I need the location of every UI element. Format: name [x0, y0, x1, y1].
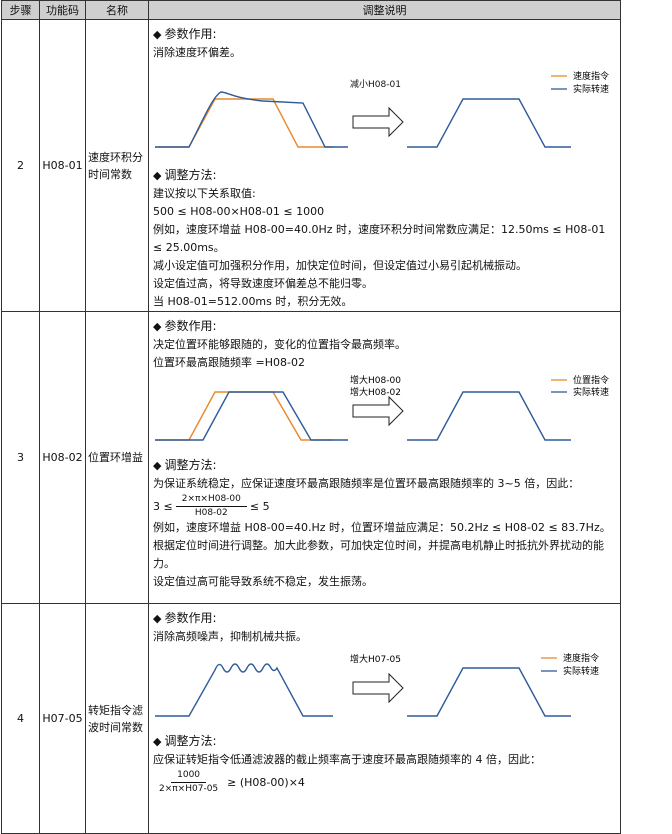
legend-command: 速度指令: [563, 652, 599, 664]
diamond-icon: ◆: [153, 28, 162, 41]
desc-line: 位置环最高跟随频率 =H08-02: [153, 356, 305, 369]
actual-curve-tuned: [407, 98, 571, 148]
right-arrow-icon: [352, 395, 404, 427]
cell-code: H08-01: [39, 19, 86, 312]
table-row: 4 H07-05 转矩指令滤波时间常数 ◆参数作用: 消除高频噪声，抑制机械共振…: [1, 603, 621, 834]
cell-name: 转矩指令滤波时间常数: [85, 603, 149, 834]
desc-line: 设定值过高可能导致系统不稳定，发生振荡。: [153, 575, 373, 588]
desc-line: 例如，速度环增益 H08-00=40.Hz 时，位置环增益应满足：50.2Hz …: [153, 521, 611, 534]
actual-curve-tuned: [407, 391, 571, 441]
table-row: 3 H08-02 位置环增益 ◆参数作用: 决定位置环能够跟随的，变化的位置指令…: [1, 311, 621, 604]
diamond-icon: ◆: [153, 612, 162, 625]
desc-line: 减小设定值可加强积分作用，加快定位时间，但设定值过小易引起机械振动。: [153, 259, 527, 272]
desc-line: 设定值过高，将导致速度环偏差总不能归零。: [153, 277, 373, 290]
cell-step: 3: [1, 311, 40, 604]
desc-line: 为保证系统稳定，应保证速度环最高跟随频率是位置环最高跟随频率的 3~5 倍，因此…: [153, 477, 580, 490]
cell-desc: ◆参数作用: 消除高频噪声，抑制机械共振。 增大H07-05 速度指令 实际转速…: [148, 603, 621, 834]
header-desc: 调整说明: [148, 0, 621, 20]
diamond-icon: ◆: [153, 459, 162, 472]
desc-line: 例如，速度环增益 H08-00=40.0Hz 时，速度环积分时间常数应满足：12…: [153, 223, 606, 254]
legend-command: 位置指令: [573, 374, 609, 386]
parameter-table: 步骤 功能码 名称 调整说明 2 H08-01 速度环积分时间常数 ◆参数作用:…: [1, 0, 621, 834]
legend-actual: 实际转速: [563, 665, 599, 677]
response-diagram: 增大H08-00 增大H08-02 位置指令 实际转速: [155, 374, 609, 441]
section-title: ◆参数作用:: [153, 611, 217, 625]
actual-curve: [155, 663, 333, 717]
actual-curve: [155, 391, 348, 441]
section-title: ◆参数作用:: [153, 319, 217, 333]
section-title: ◆调整方法:: [153, 734, 217, 748]
cell-code: H08-02: [39, 311, 86, 604]
diamond-icon: ◆: [153, 735, 162, 748]
header-code: 功能码: [39, 0, 86, 20]
cell-code: H07-05: [39, 603, 86, 834]
desc-line: 消除速度环偏差。: [153, 46, 241, 59]
desc-line: 应保证转矩指令低通滤波器的截止频率高于速度环最高跟随频率的 4 倍，因此：: [153, 753, 541, 766]
desc-line: 当 H08-01=512.00ms 时，积分无效。: [153, 295, 353, 308]
desc-line: 消除高频噪声，抑制机械共振。: [153, 630, 307, 643]
desc-line: 建议按以下关系取值:: [153, 187, 256, 200]
legend-command: 速度指令: [573, 70, 609, 82]
table-header-row: 步骤 功能码 名称 调整说明: [1, 0, 621, 20]
header-name: 名称: [85, 0, 149, 20]
desc-line: 决定位置环能够跟随的，变化的位置指令最高频率。: [153, 338, 406, 351]
cell-name: 位置环增益: [85, 311, 149, 604]
actual-curve: [155, 91, 348, 148]
desc-line: 500 ≤ H08-00×H08-01 ≤ 1000: [153, 205, 325, 218]
diamond-icon: ◆: [153, 169, 162, 182]
arrow-label: 增大H08-00: [350, 374, 401, 386]
section-title: ◆调整方法:: [153, 168, 217, 182]
cell-step: 4: [1, 603, 40, 834]
response-diagram: 增大H07-05 速度指令 实际转速: [155, 652, 599, 717]
cell-desc: ◆参数作用: 决定位置环能够跟随的，变化的位置指令最高频率。 位置环最高跟随频率…: [148, 311, 621, 604]
diamond-icon: ◆: [153, 320, 162, 333]
arrow-label: 增大H08-02: [350, 386, 401, 398]
legend-actual: 实际转速: [573, 386, 609, 398]
cell-desc: ◆参数作用: 消除速度环偏差。 减小H08-01 速度指令 实际转速 ◆调整方法…: [148, 19, 621, 312]
table-row: 2 H08-01 速度环积分时间常数 ◆参数作用: 消除速度环偏差。 减小H08…: [1, 19, 621, 312]
header-step: 步骤: [1, 0, 40, 20]
arrow-label: 增大H07-05: [350, 653, 401, 665]
legend-actual: 实际转速: [573, 83, 609, 95]
actual-curve-tuned: [407, 667, 571, 717]
desc-line: 根据定位时间进行调整。加大此参数，可加快定位时间，并提高电机静止时抵抗外界扰动的…: [153, 539, 604, 570]
section-title: ◆参数作用:: [153, 27, 217, 41]
section-title: ◆调整方法:: [153, 458, 217, 472]
right-arrow-icon: [352, 672, 404, 704]
command-curve: [155, 98, 333, 148]
cell-step: 2: [1, 19, 40, 312]
response-diagram: 减小H08-01 速度指令 实际转速: [155, 70, 609, 148]
arrow-label: 减小H08-01: [350, 78, 401, 90]
cell-name: 速度环积分时间常数: [85, 19, 149, 312]
right-arrow-icon: [352, 106, 404, 138]
